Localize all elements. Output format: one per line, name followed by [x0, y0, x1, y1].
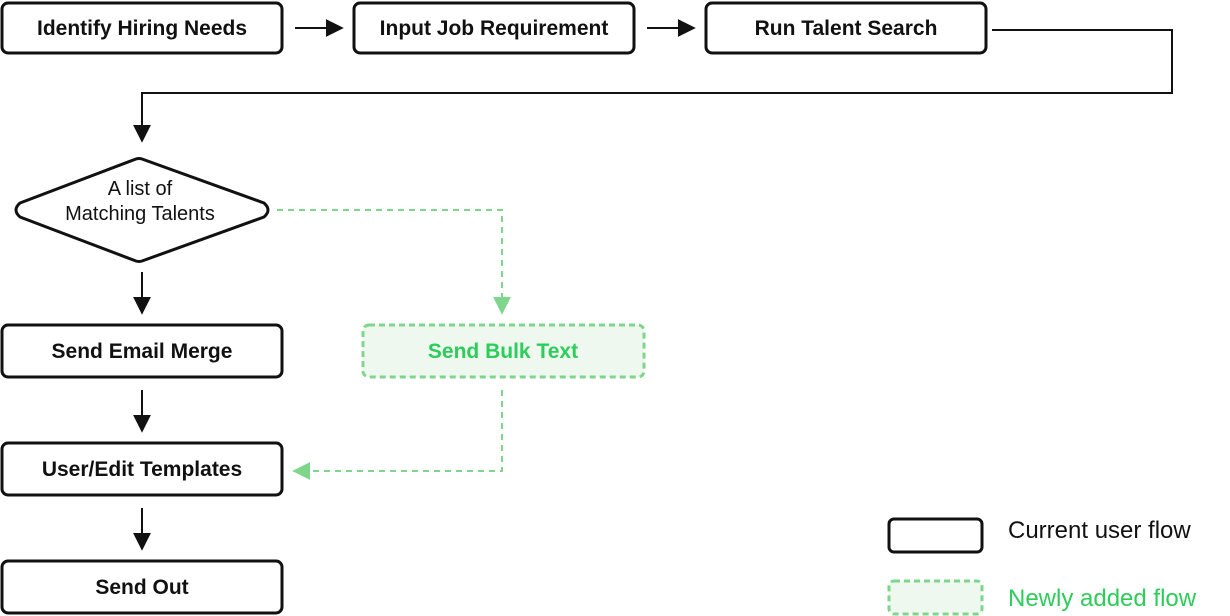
node-send-email-merge: Send Email Merge	[0, 323, 284, 379]
decision-label-line1: A list of	[108, 178, 173, 200]
legend-current-flow: Current user flow	[887, 517, 1191, 554]
arrow-decision-to-bulk-text	[277, 209, 511, 315]
node-run-talent-search: Run Talent Search	[704, 1, 988, 55]
node-send-out-label: Send Out	[95, 576, 188, 599]
legend-new-label: Newly added flow	[1008, 585, 1197, 612]
node-send-email-merge-label: Send Email Merge	[52, 340, 233, 363]
node-user-edit-templates: User/Edit Templates	[0, 441, 284, 497]
arrow-bulk-text-to-templates	[292, 390, 503, 480]
node-matching-talents-decision: A list of Matching Talents	[14, 157, 270, 263]
node-user-edit-templates-label: User/Edit Templates	[42, 458, 242, 481]
node-send-bulk-text: Send Bulk Text	[361, 323, 646, 379]
legend-current-label: Current user flow	[1008, 517, 1191, 544]
legend-new-flow: Newly added flow	[887, 579, 1197, 616]
legend: Current user flow Newly added flow	[887, 517, 1197, 616]
node-send-bulk-text-label: Send Bulk Text	[428, 340, 578, 363]
node-input-job-requirement: Input Job Requirement	[352, 1, 636, 55]
node-input-job-requirement-label: Input Job Requirement	[380, 17, 609, 40]
legend-current-swatch	[887, 517, 984, 554]
node-send-out: Send Out	[0, 559, 284, 615]
node-identify-hiring-needs-label: Identify Hiring Needs	[37, 17, 247, 40]
node-identify-hiring-needs: Identify Hiring Needs	[0, 1, 284, 55]
arrow-search-to-decision	[133, 29, 1173, 143]
decision-label-line2: Matching Talents	[65, 203, 215, 225]
node-run-talent-search-label: Run Talent Search	[755, 17, 938, 40]
legend-new-swatch	[887, 579, 984, 616]
